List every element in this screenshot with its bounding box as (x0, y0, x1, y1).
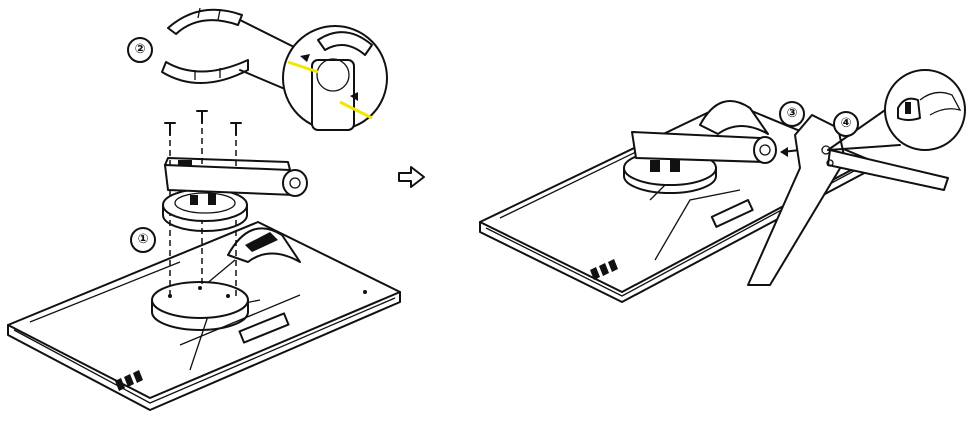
stand-hinge (164, 157, 308, 197)
step-2-badge: ② (127, 37, 153, 63)
stand-hinge-right (631, 131, 777, 164)
logo-mark (115, 370, 143, 391)
rear-fin (227, 227, 301, 263)
stand-base-plate (162, 188, 248, 232)
screws (164, 110, 242, 136)
step-4-badge: ④ (833, 111, 859, 137)
step-3-badge: ③ (779, 101, 805, 127)
step-1-badge: ① (130, 227, 156, 253)
detail-callout-1 (282, 25, 388, 131)
detail-callout-2 (884, 69, 966, 151)
cover-ring-top (167, 7, 243, 35)
stand-leg (747, 114, 949, 286)
rear-fin-right (699, 100, 769, 135)
stand-mount-recess (151, 281, 249, 331)
cover-ring-bottom (161, 59, 249, 84)
outline-arrow-right-icon (398, 166, 425, 188)
